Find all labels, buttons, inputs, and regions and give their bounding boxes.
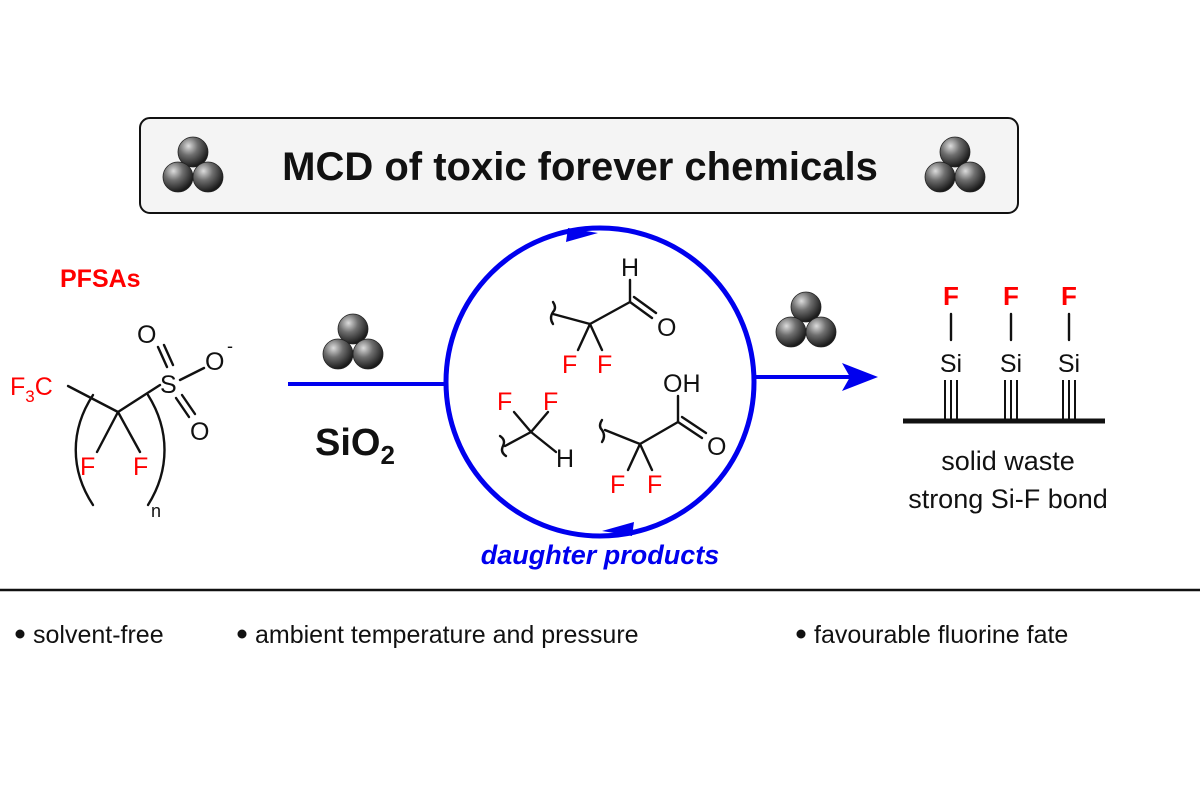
repeat-n: n (151, 501, 161, 521)
oxygen-atom: O (707, 433, 726, 461)
fluorine-atom: F (1061, 281, 1077, 311)
acid-fragment: OH O F F (598, 370, 726, 499)
product-caption-line1: solid waste (941, 446, 1075, 476)
reaction-arrowhead (842, 363, 878, 391)
cf3-group: F3C (10, 373, 53, 406)
fluorine-atom: F (1003, 281, 1019, 311)
hydrogen-atom: H (621, 254, 639, 282)
fluorine-atom: F (80, 453, 95, 481)
reactant-label: PFSAs (60, 265, 141, 293)
cycle-arrow-bottom (602, 522, 634, 536)
silicon-atom: Si (1000, 350, 1022, 378)
mcd-step-2 (755, 291, 878, 391)
feature-item: solvent-free (33, 621, 164, 649)
bullet (796, 629, 806, 639)
milling-balls-icon (775, 291, 837, 348)
hydrogen-atom: H (556, 445, 574, 473)
fluorine-atom: F (943, 281, 959, 311)
product-caption-line2: strong Si-F bond (908, 484, 1108, 514)
mcd-step-1: SiO2 (288, 313, 445, 470)
page-title: MCD of toxic forever chemicals (282, 145, 878, 189)
fluorine-atom: F (497, 388, 512, 416)
bullet (237, 629, 247, 639)
sulfur-atom: S (160, 371, 177, 399)
reactant-pfsa: PFSAs F3C F F n S O O - O (10, 265, 233, 521)
fluorine-atom: F (543, 388, 558, 416)
fluorine-atom: F (647, 471, 662, 499)
title-banner: MCD of toxic forever chemicals (139, 117, 1019, 214)
cycle-label: daughter products (481, 540, 720, 570)
oxygen-atom: O (657, 314, 676, 342)
silicon-atom: Si (1058, 350, 1080, 378)
reagent-label: SiO2 (315, 422, 395, 470)
daughter-products-cycle: H O F F F F H OH O (443, 225, 757, 570)
feature-list: solvent-free ambient temperature and pre… (15, 621, 1068, 649)
repeat-bracket (74, 393, 95, 507)
difluoromethyl-fragment: F F H (497, 388, 574, 473)
hydroxyl-group: OH (663, 370, 701, 398)
oxygen-atom: O (137, 321, 156, 349)
oxygen-atom: O (190, 418, 209, 446)
negative-charge: - (227, 336, 233, 356)
fluorine-atom: F (562, 351, 577, 379)
feature-item: favourable fluorine fate (814, 621, 1068, 649)
milling-balls-icon (322, 313, 384, 370)
aldehyde-fragment: H O F F (549, 254, 676, 379)
feature-item: ambient temperature and pressure (255, 621, 639, 649)
fluorine-atom: F (610, 471, 625, 499)
silicon-atom: Si (940, 350, 962, 378)
product-si-f-surface: F F F Si Si Si solid waste strong Si-F b… (903, 281, 1108, 514)
oxygen-atom: O (205, 348, 224, 376)
repeat-bracket (146, 393, 166, 507)
bullet (15, 629, 25, 639)
cycle-arrow-top (566, 228, 598, 242)
fluorine-atom: F (597, 351, 612, 379)
fluorine-atom: F (133, 453, 148, 481)
